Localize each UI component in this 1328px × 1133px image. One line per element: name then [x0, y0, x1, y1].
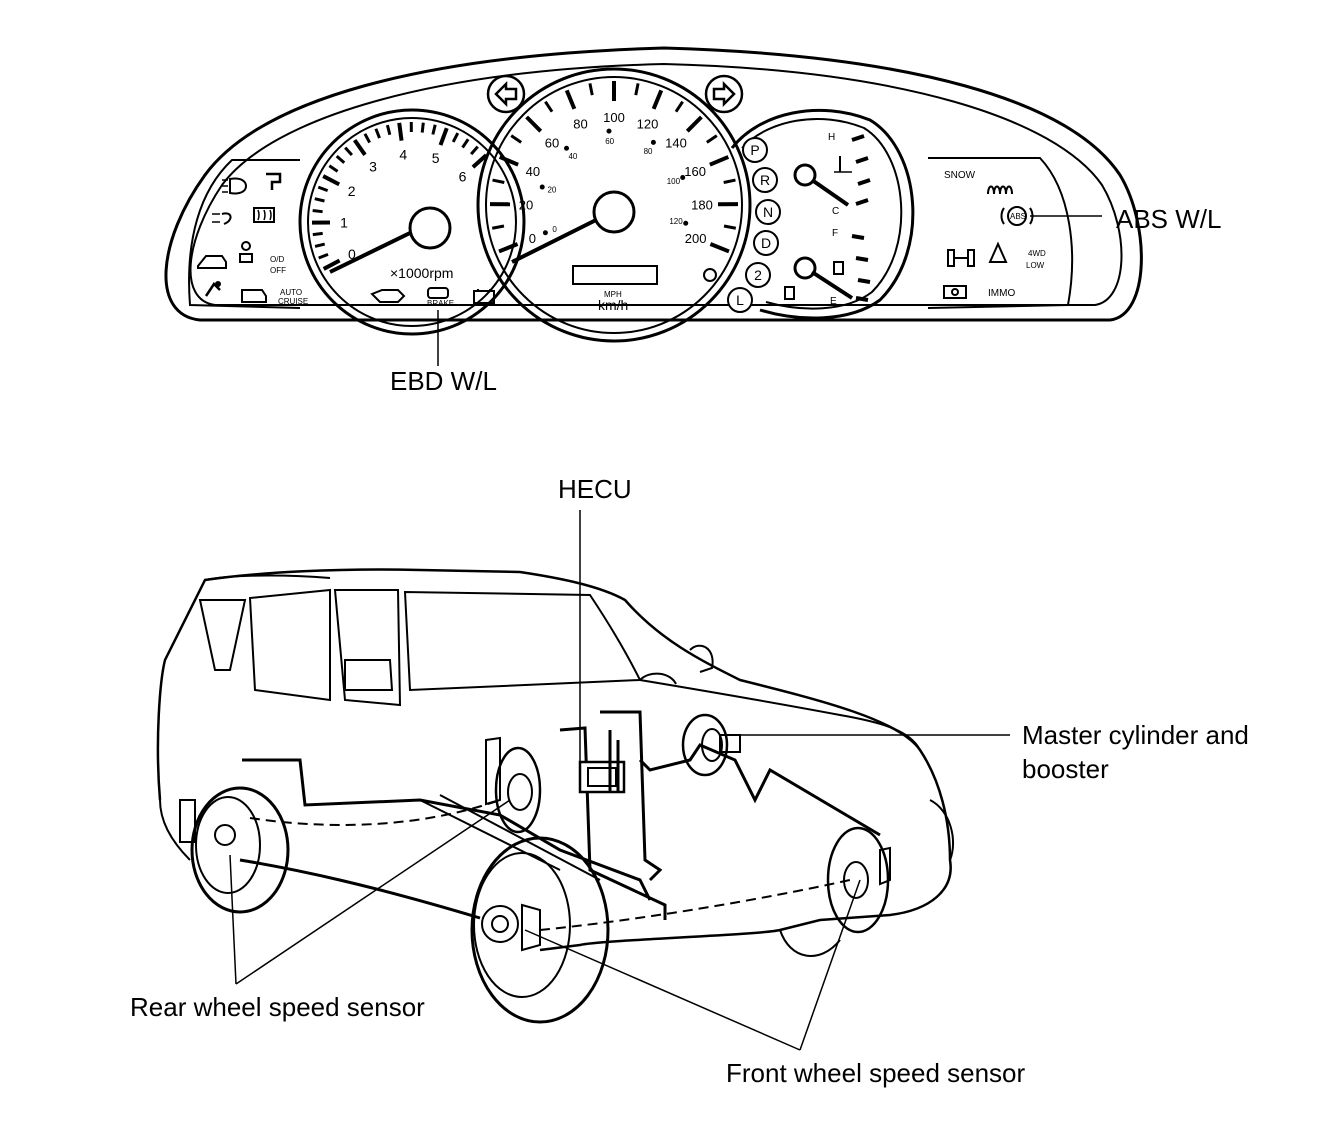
speedometer: 0 20 40 60 80 100 120 140 160 180 200 0 20 40 60 80 100…	[478, 69, 750, 341]
master-cylinder-label-line1: Master cylinder and	[1022, 720, 1249, 750]
snow-mode-icon	[988, 187, 1012, 195]
speed-kmh-number: 40	[526, 164, 540, 179]
airbag-icon	[206, 281, 221, 296]
oil-pressure-icon	[372, 290, 404, 302]
front-fog-icon	[212, 213, 231, 224]
master-cylinder-label-line2: booster	[1022, 754, 1109, 784]
fuel-empty-label: E	[830, 296, 837, 307]
snow-label: SNOW	[944, 170, 976, 181]
speed-kmh-number: 20	[519, 197, 533, 212]
speed-kmh-number: 0	[529, 231, 536, 246]
speed-kmh-number: 120	[637, 117, 659, 132]
ebd-wl-label: EBD W/L	[390, 366, 497, 396]
speed-kmh-number: 180	[691, 197, 713, 212]
rear-defrost-icon	[254, 208, 274, 222]
door-open-icon	[266, 174, 280, 190]
low-fuel-warning-icon	[990, 244, 1006, 262]
rear-right-brake	[486, 738, 540, 832]
right-warning-lights: SNOW ABS 4WD LOW IMMO	[944, 170, 1046, 299]
rear-sensor-label: Rear wheel speed sensor	[130, 992, 425, 1022]
tach-number: 4	[399, 147, 407, 163]
tach-number: 6	[459, 168, 467, 184]
speed-hub	[594, 192, 634, 232]
abs-warning-icon: ABS	[1001, 207, 1032, 225]
speed-mph-number: 80	[644, 147, 653, 156]
tach-hub	[410, 208, 450, 248]
fourwd-line2: LOW	[1026, 261, 1045, 270]
speed-mph-number: 40	[568, 152, 577, 161]
gear-n: N	[763, 204, 773, 220]
rear-wheel	[192, 788, 288, 912]
tach-ticks	[312, 122, 486, 269]
coolant-temp-icon	[834, 156, 852, 172]
brake-label: BRAKE	[427, 299, 454, 308]
speed-kmh-number: 80	[573, 117, 587, 132]
hecu-label: HECU	[558, 474, 632, 504]
tach-number: 2	[348, 183, 356, 199]
speed-kmh-number: 160	[684, 164, 706, 179]
abs-wl-label: ABS W/L	[1116, 204, 1221, 234]
abs-icon-text: ABS	[1010, 212, 1026, 221]
fourwd-line1: 4WD	[1028, 249, 1046, 258]
trunk-open-icon	[198, 256, 226, 268]
tach-unit: ×1000rpm	[390, 265, 453, 281]
fuel-door-icon	[785, 287, 794, 299]
immo-label: IMMO	[988, 288, 1015, 299]
speed-kmh-number: 140	[665, 136, 687, 151]
speed-kmh-number: 200	[685, 231, 707, 246]
speed-kmh-number: 60	[545, 136, 559, 151]
tach-number: 3	[369, 158, 377, 174]
speed-mph-number: 0	[552, 225, 557, 234]
gear-l: L	[736, 292, 744, 308]
front-sensor-leader-right	[800, 880, 860, 1050]
master-cylinder-booster	[683, 715, 740, 775]
gear-r: R	[760, 172, 770, 188]
turn-signal-left-icon	[488, 76, 524, 112]
speed-mph-number: 100	[667, 177, 681, 186]
gear-p: P	[750, 142, 759, 158]
od-off-line1: O/D	[270, 255, 284, 264]
turn-signal-right-icon	[706, 76, 742, 112]
speed-mph-number: 20	[547, 185, 556, 194]
brake-warning-icon: BRAKE	[427, 288, 454, 308]
tach-number: 1	[340, 214, 348, 230]
speed-mph-number: 60	[605, 137, 614, 146]
auto-cruise-line2: CRUISE	[278, 297, 308, 306]
temp-cold-label: C	[832, 206, 839, 217]
front-sensor-leader-left	[525, 930, 800, 1050]
odometer-display	[573, 266, 657, 284]
left-warning-lights: O/D OFF AUTO CRUISE	[198, 174, 308, 306]
check-engine-icon	[242, 290, 266, 302]
gear-2: 2	[754, 267, 762, 283]
front-sensor-label: Front wheel speed sensor	[726, 1058, 1026, 1088]
speed-kmh-number: 100	[603, 110, 625, 125]
rear-sensor-leader-left	[230, 855, 236, 984]
od-off-line2: OFF	[270, 266, 286, 275]
tach-number: 5	[432, 150, 440, 166]
fuel-full-label: F	[832, 228, 838, 239]
seatbelt-icon	[240, 242, 252, 262]
four-wheel-drive-icon	[948, 250, 974, 266]
auto-cruise-line1: AUTO	[280, 288, 302, 297]
kmh-unit: km/h	[598, 297, 628, 313]
gear-d: D	[761, 235, 771, 251]
immobilizer-icon	[944, 286, 966, 298]
speed-mph-number: 120	[669, 217, 683, 226]
temp-hot-label: H	[828, 132, 835, 143]
fuel-pump-icon	[834, 262, 843, 274]
